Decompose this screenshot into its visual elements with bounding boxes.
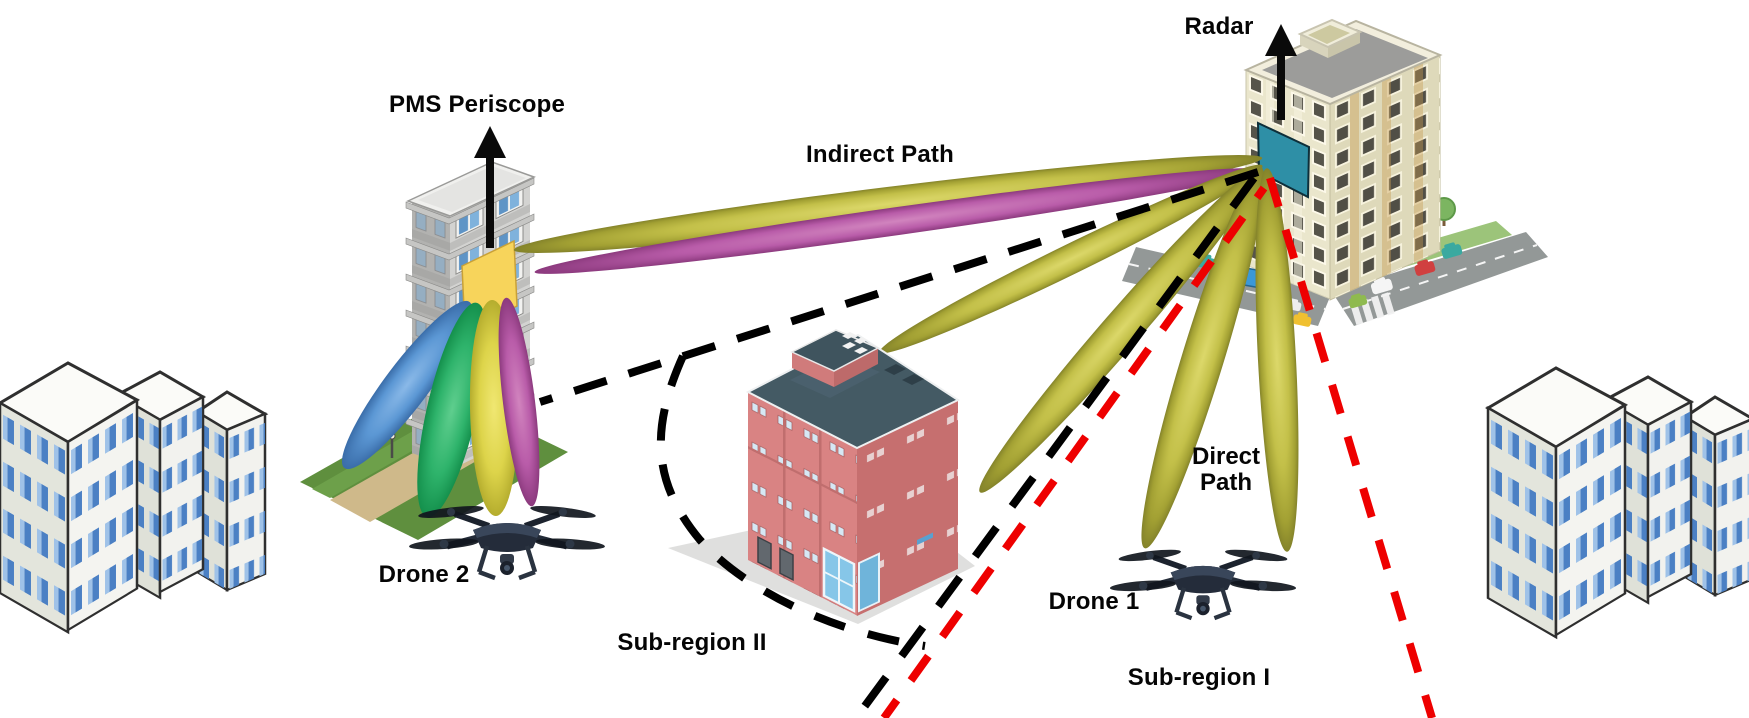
- drone-2-label: Drone 2: [378, 561, 470, 588]
- city-buildings-left: [0, 361, 267, 634]
- beam-indirect-olive: [513, 155, 1263, 253]
- radar-arrow-icon: [1265, 24, 1297, 120]
- beam-radar-to-building: [879, 164, 1263, 354]
- drone-1-label: Drone 1: [1048, 588, 1140, 615]
- beam-indirect-magenta: [534, 168, 1262, 274]
- pms-periscope-label: PMS Periscope: [388, 91, 566, 118]
- roof-penthouse: [790, 329, 880, 387]
- direct-path-line2: Path: [1199, 469, 1252, 496]
- beam-radar-vertical: [1255, 168, 1299, 552]
- boundary-black-upper: [538, 168, 1260, 406]
- rooftop-structure: [1297, 18, 1363, 58]
- beam-pms-magenta: [498, 297, 540, 507]
- red-building: [668, 329, 975, 624]
- boundary-red-diagonal-left: [880, 185, 1268, 718]
- boundary-red-diagonal-right: [1266, 176, 1436, 718]
- beam-radar-to-drone1: [1141, 167, 1265, 549]
- radar-panel: [1256, 121, 1311, 199]
- indirect-path-label: Indirect Path: [806, 141, 954, 168]
- beam-radar-fan-mid: [979, 167, 1263, 493]
- beam-pms-blue: [341, 300, 473, 470]
- boundary-black-diagonal: [852, 175, 1258, 718]
- beam-pms-green: [417, 302, 487, 518]
- sub-region-1-label: Sub-region I: [1127, 664, 1271, 691]
- pms-arrow-icon: [474, 126, 506, 248]
- sub-region-2-label: Sub-region II: [617, 629, 767, 656]
- direct-path-label: Direct Path: [1192, 444, 1260, 496]
- direct-path-line1: Direct: [1191, 443, 1261, 471]
- city-buildings-right: [1486, 366, 1749, 639]
- radar-label: Radar: [1184, 13, 1254, 40]
- boundary-subregion2-arc: [656, 354, 926, 650]
